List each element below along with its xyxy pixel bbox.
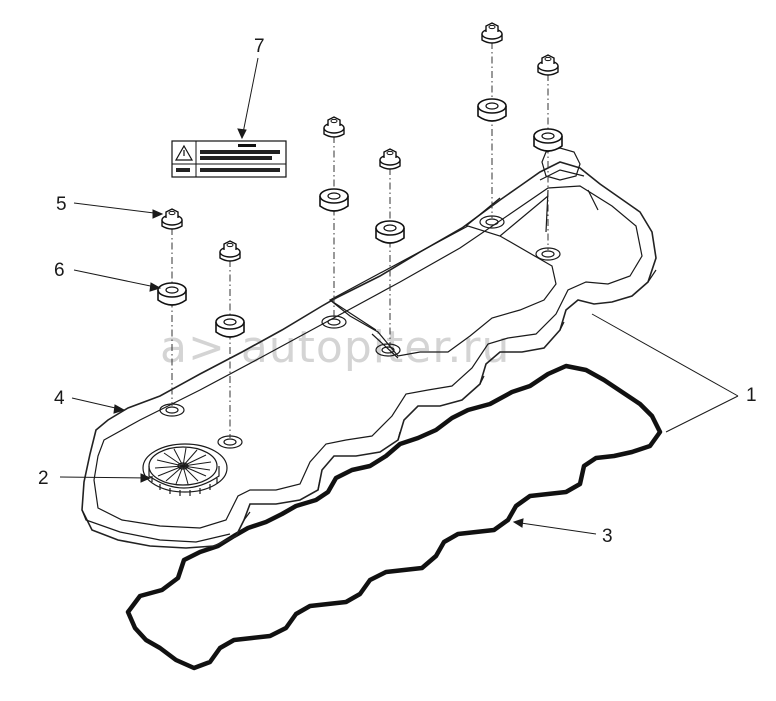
grommet-bore <box>541 132 555 140</box>
nut-bore <box>226 242 234 248</box>
fastener-stack-1 <box>157 208 187 406</box>
fastener-stack-5 <box>477 22 507 218</box>
valve-cover-rear-ribs <box>539 169 599 233</box>
valve-cover-inner-contour <box>93 185 643 529</box>
nut-bore <box>544 56 552 62</box>
fastener-stack-3 <box>319 116 349 318</box>
callout-5: 5 <box>56 194 67 215</box>
nut-bore <box>168 210 176 216</box>
grommet-bore <box>327 192 341 200</box>
nut-bore <box>330 118 338 124</box>
warning-label <box>171 140 287 178</box>
watermark-text: a> autopiter.ru <box>160 322 510 373</box>
fastener-stacks <box>157 22 563 438</box>
gasket-outline <box>125 363 663 671</box>
callout-3: 3 <box>602 526 613 547</box>
valve-cover-panel-ridge <box>329 195 549 359</box>
callout-6: 6 <box>54 260 65 281</box>
grommet-bore <box>485 102 499 110</box>
fastener-stack-6 <box>533 54 563 250</box>
fastener-stack-2 <box>215 240 245 438</box>
grommet-bore <box>383 224 397 232</box>
valve-cover-outline <box>81 161 657 549</box>
callout-1: 1 <box>746 385 757 406</box>
callout-2: 2 <box>38 468 49 489</box>
grommet-bore <box>165 286 179 294</box>
fastener-stack-4 <box>375 148 405 346</box>
valve-cover-skirt <box>81 269 657 543</box>
leader-lines <box>59 57 739 535</box>
nut-bore <box>386 150 394 156</box>
grommet-bore <box>223 318 237 326</box>
breather-cap <box>142 443 228 496</box>
callout-7: 7 <box>254 36 265 57</box>
nut-bore <box>488 24 496 30</box>
valve-cover-center-panel <box>328 225 557 357</box>
callout-4: 4 <box>54 388 65 409</box>
